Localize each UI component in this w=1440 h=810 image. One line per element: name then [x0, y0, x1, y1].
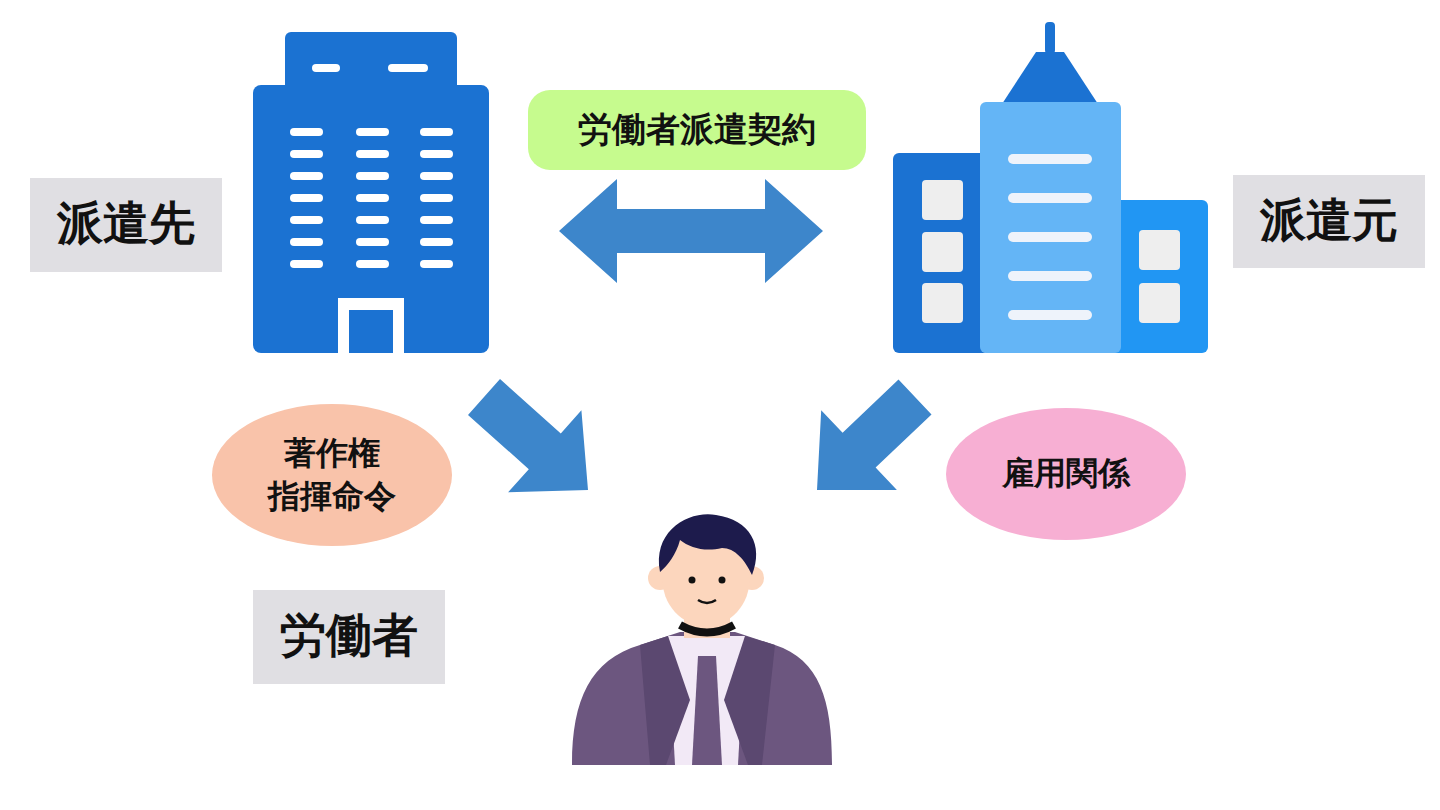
- name-label: 派遣元: [1233, 175, 1425, 268]
- office-building: [893, 22, 1208, 353]
- block-arrow: [468, 379, 588, 492]
- block-arrow: [559, 179, 823, 283]
- dispatch-destination: 派遣先: [253, 30, 489, 352]
- contract-pill: 労働者派遣契約: [528, 90, 866, 170]
- worker: 労働者: [560, 512, 845, 768]
- employment-ellipse: 雇用関係: [946, 408, 1186, 540]
- ellipse-shape: [212, 404, 452, 546]
- ellipse-shape: [946, 408, 1186, 540]
- name-label: 労働者: [253, 590, 445, 684]
- office-building: [253, 32, 489, 353]
- name-label: 派遣先: [30, 178, 222, 272]
- dispatch-source: 派遣元: [893, 20, 1208, 352]
- block-arrow: [817, 380, 932, 490]
- ellipse-outline: [212, 404, 452, 546]
- ellipse-text: 著作権 指揮命令: [268, 432, 396, 518]
- contract-text: 労働者派遣契約: [578, 107, 816, 153]
- ellipse-text: 雇用関係: [1002, 452, 1130, 495]
- authority-ellipse: 著作権 指揮命令: [212, 404, 452, 546]
- worker-figure: [572, 514, 832, 765]
